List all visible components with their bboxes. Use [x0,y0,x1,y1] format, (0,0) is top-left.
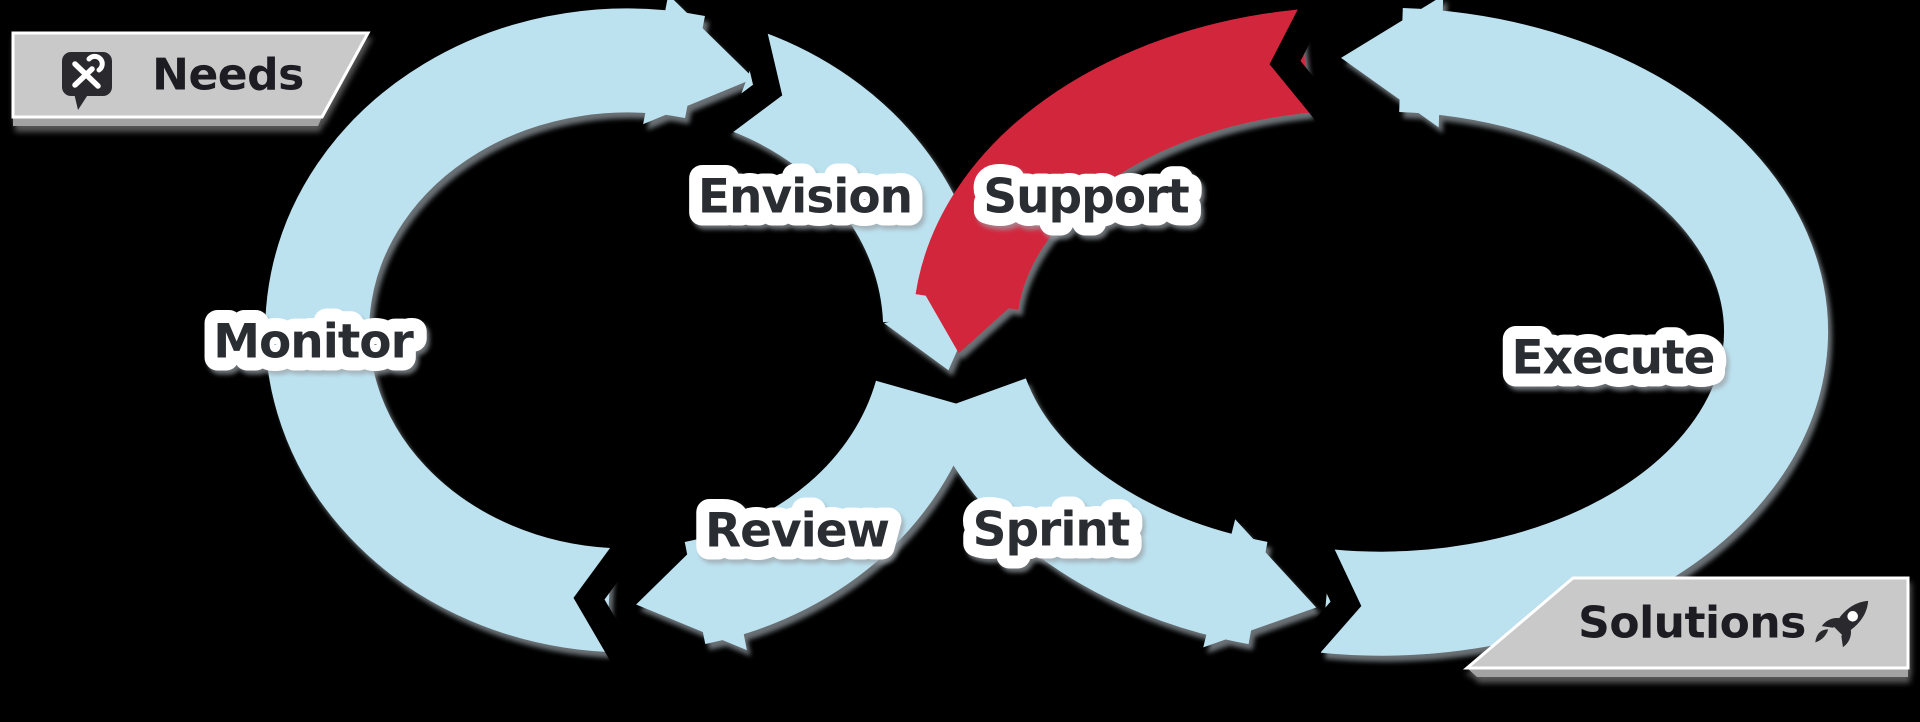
chevron-gap-support-icon [1269,0,1339,125]
red-arc-group [915,9,1311,354]
banner-needs-label: Needs [152,50,304,101]
segment-gap-chevrons [573,0,1362,666]
rocket-icon [1815,600,1869,648]
banner-solutions-bottom-edge [1467,668,1908,677]
stage-labels: Envision Support Monitor Execute Review … [200,157,1728,572]
arrowtip-support-icon [919,284,1018,354]
chevron-gap-execute-icon [1290,535,1362,665]
banner-solutions: Solutions [1462,576,1910,677]
tools-glyph [72,53,105,89]
arrowhead-sprint-icon [1203,519,1317,648]
arc-segment-monitor [265,8,705,652]
label-monitor: Monitor [213,315,414,370]
infinity-loop [265,0,1828,656]
arc-segment-sprint [928,377,1268,645]
arc-segment-review [684,379,976,644]
banner-solutions-label: Solutions [1578,598,1806,649]
arc-segment-execute [1321,8,1828,656]
label-execute: Execute [1512,331,1715,386]
tools-chat-bubble-icon [62,52,112,110]
label-envision: Envision [698,170,912,225]
arrowhead-execute-icon [1341,0,1444,128]
arrowhead-monitor-icon [643,0,754,125]
blue-arc-group [265,8,1828,656]
banner-needs: Needs [11,31,371,126]
banner-needs-bottom-edge [13,117,322,126]
arrowhead-review-icon [636,520,747,651]
chevron-gap-envision-icon [704,19,783,142]
chevron-gap-monitor-icon [573,535,641,666]
stage-labels-fill: Envision Support Monitor Execute Review … [200,157,1728,572]
label-review: Review [705,504,889,559]
label-sprint: Sprint [973,503,1130,558]
arc-segment-support [915,9,1311,312]
label-support: Support [983,170,1189,225]
banner-solutions-shape [1462,576,1910,670]
banner-solutions-outline [1462,576,1910,670]
rocket-window [1847,611,1858,622]
